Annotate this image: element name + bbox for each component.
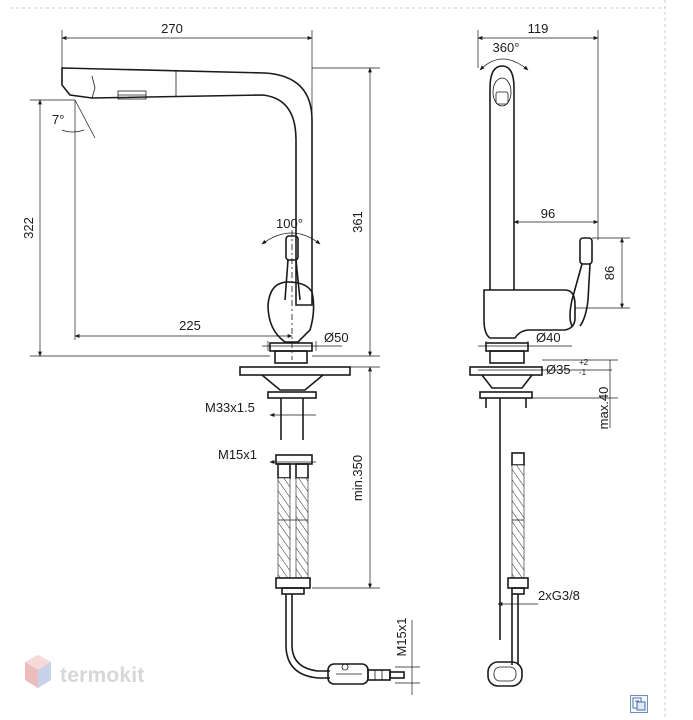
angle-line-7: [74, 99, 96, 139]
angle-arc-100: [261, 232, 321, 245]
mixer-body: [267, 281, 315, 343]
side-hose-nut: [511, 452, 525, 466]
base-neck: [274, 350, 308, 364]
hose-end-nut: [275, 577, 311, 589]
hose-connector: [367, 669, 391, 681]
side-base-neck: [489, 350, 525, 364]
hose-right-braid: [296, 478, 308, 578]
spray-hose: [285, 594, 330, 679]
side-spray-face: [492, 77, 512, 107]
label-spout-height: 322: [21, 217, 36, 239]
watermark-brand: termokit: [60, 664, 145, 687]
label-hole-tol-lower: -1: [579, 368, 587, 377]
side-hose-braid: [512, 465, 524, 578]
side-base-collar: [485, 342, 529, 352]
label-width: 119: [528, 21, 549, 36]
spray-head-joint: [91, 75, 96, 99]
document-icon[interactable]: [630, 695, 648, 713]
hose-ferrule-left: [277, 463, 291, 479]
side-hose-end-fitting: [511, 587, 525, 595]
side-hose-weight: [487, 661, 523, 687]
front-dimensions: [30, 30, 420, 695]
side-weight-inner: [493, 666, 517, 682]
hose-end-fitting: [281, 587, 305, 595]
label-connection: 2xG3/8: [538, 588, 580, 603]
side-lever-stem: [569, 263, 591, 327]
label-hole-tol-upper: +2: [579, 358, 589, 367]
side-spout: [489, 65, 515, 290]
counter-plate: [239, 366, 351, 376]
weight-screw: [341, 663, 349, 671]
hose-nut: [275, 454, 313, 465]
document-icon-glyph: [632, 697, 646, 711]
label-lever-reach: 96: [541, 206, 555, 221]
base-collar: [269, 342, 313, 352]
label-thread-bottom: M15x1: [394, 617, 409, 656]
mount-washer: [267, 391, 317, 399]
front-view: [61, 67, 405, 685]
side-body: [483, 289, 576, 339]
spout-outline: [61, 67, 313, 306]
label-rotation: 360°: [493, 40, 520, 55]
spray-hose-inner: [291, 594, 330, 672]
lever-stem: [284, 259, 301, 301]
label-body-diameter-side: Ø40: [536, 330, 561, 345]
label-thread-connection: M15x1: [218, 447, 257, 462]
label-hose-length: min.350: [350, 455, 365, 501]
label-reach: 225: [179, 318, 201, 333]
label-hole-diameter: Ø35: [546, 362, 571, 377]
side-hose-end-nut: [507, 577, 529, 589]
angle-arc-360: [479, 58, 529, 71]
hose-ferrule-right: [295, 463, 309, 479]
label-total-height: 361: [350, 211, 365, 233]
label-spray-angle: 7°: [52, 112, 64, 127]
hose-tip: [389, 671, 405, 679]
side-spray-outlet: [495, 91, 509, 105]
side-mount-washer: [479, 391, 533, 399]
side-view: [469, 65, 593, 687]
label-body-diameter: Ø50: [324, 330, 349, 345]
mount-bracket: [261, 374, 324, 391]
side-lever-handle: [579, 237, 593, 265]
angle-arc-7: [61, 129, 85, 133]
label-spout-length: 270: [161, 21, 183, 36]
label-lever-height: 86: [602, 266, 617, 280]
side-dimensions: [477, 30, 630, 606]
label-thread-mount: M33x1.5: [205, 400, 255, 415]
termokit-logo-icon: [25, 655, 51, 688]
hose-left-braid: [278, 478, 290, 578]
label-lever-angle: 100°: [276, 216, 303, 231]
side-counter-plate: [469, 366, 543, 376]
side-mount-bracket: [481, 374, 533, 389]
label-max-thickness: max.40: [596, 387, 611, 430]
